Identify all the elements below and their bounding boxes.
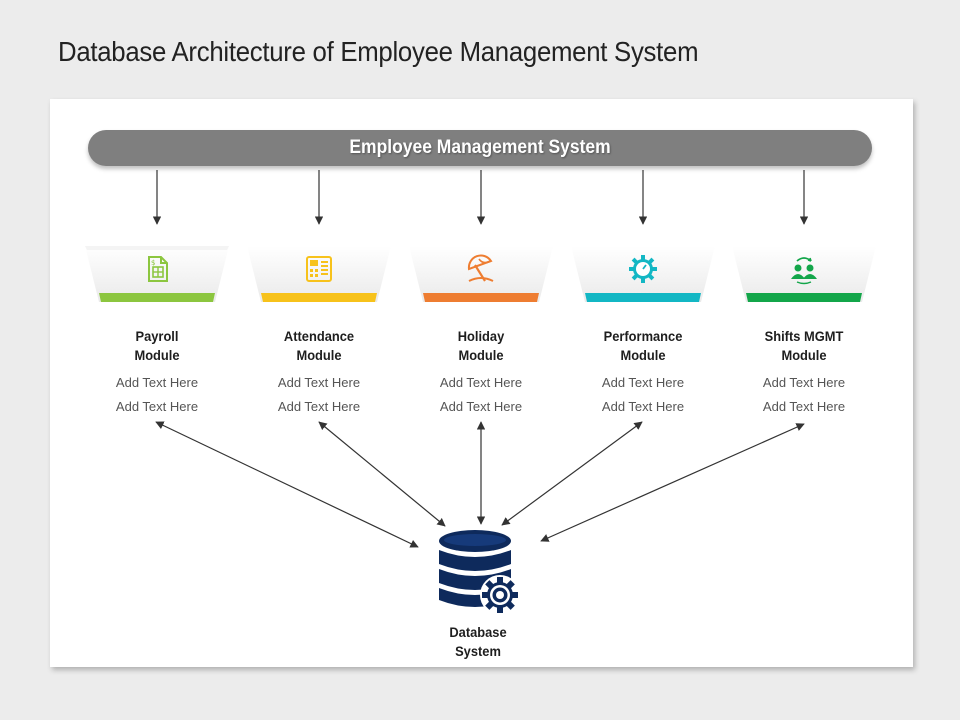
module-tray [247, 246, 391, 302]
module-title-line2: Module [134, 347, 180, 363]
database-gear-icon [439, 530, 520, 615]
module-text-1: Add Text Here [439, 375, 523, 390]
people-swap-icon [791, 257, 817, 285]
module-title-line1: Attendance [283, 328, 355, 344]
module-title: Holiday Module [409, 327, 553, 365]
gauge-gear-icon [629, 255, 657, 283]
system-bar-label: Employee Management System [349, 137, 611, 158]
module-text-2: Add Text Here [115, 399, 199, 414]
module-title: Performance Module [571, 327, 715, 365]
module-title-line1: Payroll [135, 328, 179, 344]
module-text-1: Add Text Here [277, 375, 361, 390]
database-label-line2: System [455, 643, 501, 659]
database-label: Database System [418, 623, 538, 661]
module-title-line1: Performance [603, 328, 683, 344]
module-title-line2: Module [781, 347, 827, 363]
module-tray [732, 246, 876, 302]
module-title-line1: Shifts MGMT [764, 328, 844, 344]
module-title-line1: Holiday [457, 328, 505, 344]
database-label-line1: Database [449, 624, 507, 640]
module-text-2: Add Text Here [439, 399, 523, 414]
module-text-1: Add Text Here [762, 375, 846, 390]
module-title-line2: Module [620, 347, 666, 363]
module-text-2: Add Text Here [601, 399, 685, 414]
module-title: Attendance Module [247, 327, 391, 365]
system-bar: Employee Management System [88, 130, 872, 166]
module-tray [85, 246, 229, 302]
module-title: Payroll Module [85, 327, 229, 365]
module-text-2: Add Text Here [277, 399, 361, 414]
slide-title: Database Architecture of Employee Manage… [58, 36, 699, 67]
module-title-line2: Module [458, 347, 504, 363]
module-text-1: Add Text Here [601, 375, 685, 390]
module-title-line2: Module [296, 347, 342, 363]
time-clock-icon [306, 256, 332, 282]
svg-text:$: $ [151, 259, 155, 267]
module-title: Shifts MGMT Module [732, 327, 876, 365]
document-sheet-icon: $ [148, 256, 168, 282]
module-text-1: Add Text Here [115, 375, 199, 390]
module-text-2: Add Text Here [762, 399, 846, 414]
beach-umbrella-icon [467, 254, 494, 282]
